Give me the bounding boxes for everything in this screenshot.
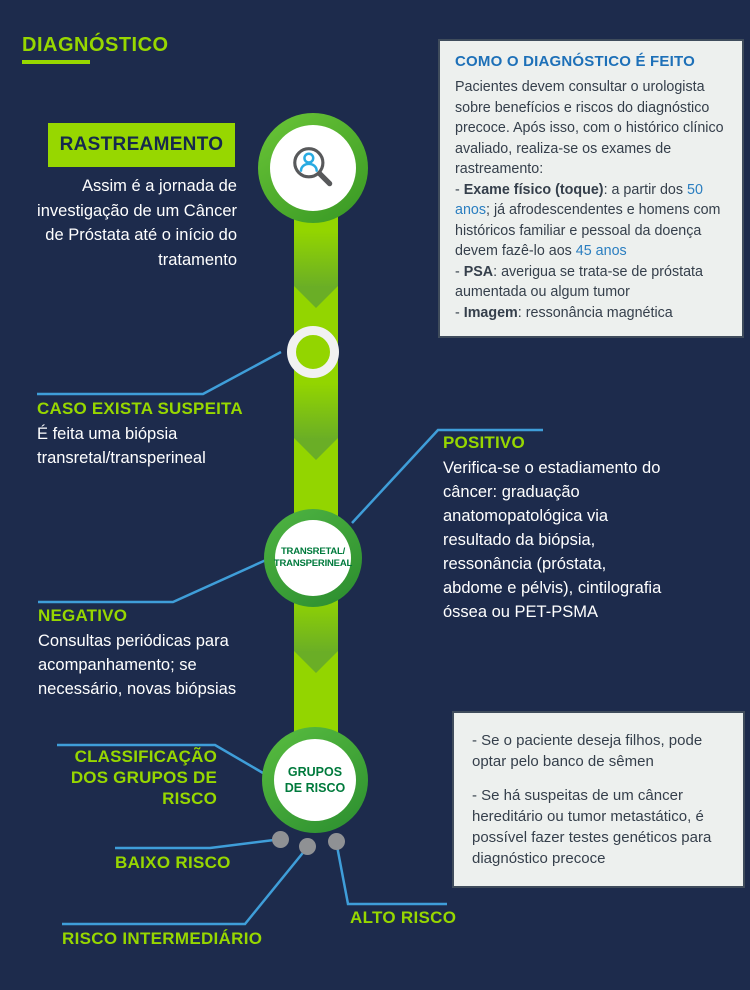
timeline-chevron-tip	[294, 438, 338, 460]
connector-risk-high	[335, 845, 447, 906]
classification-title: CLASSIFICAÇÃO DOS GRUPOS DE RISCO	[70, 747, 217, 808]
diagnosis-exam-item: - Exame físico (toque): a partir dos 50 …	[455, 181, 721, 260]
step-positive-text: Verifica-se o estadiamento do câncer: gr…	[443, 459, 662, 621]
timeline-chevron	[294, 383, 338, 438]
risk-label-high: ALTO RISCO	[350, 908, 457, 927]
risk-dot-high	[328, 833, 345, 850]
intro-text: Assim é a jornada de investigação de um …	[37, 177, 237, 269]
page-title: DIAGNÓSTICO	[22, 34, 169, 56]
risk-group-node: GRUPOS DE RISCO	[262, 727, 368, 833]
risk-group-node-label-line1: GRUPOS	[287, 765, 343, 779]
timeline-chevron	[294, 231, 338, 286]
biopsy-node: TRANSRETAL/ TRANSPERINEAL	[264, 509, 362, 607]
diagnosis-info-intro: Pacientes devem consultar o urologista s…	[455, 79, 724, 177]
connector-negative	[38, 558, 267, 604]
step-negative-title: NEGATIVO	[38, 606, 128, 625]
risk-label-low: BAIXO RISCO	[115, 853, 231, 872]
diagnosis-imaging-item: - Imagem: ressonância magnética	[455, 304, 673, 321]
diagnosis-psa-item: - PSA: averigua se trata-se de próstata …	[455, 263, 703, 301]
connector-suspect	[37, 350, 282, 396]
risk-label-intermediate: RISCO INTERMEDIÁRIO	[62, 929, 263, 948]
notes-box: - Se o paciente deseja filhos, pode opta…	[452, 711, 745, 888]
risk-dot-low	[272, 831, 289, 848]
step-negative-text: Consultas periódicas para acompanhamento…	[38, 632, 237, 698]
timeline-chevron-tip	[294, 651, 338, 673]
diagnosis-info-box: COMO O DIAGNÓSTICO É FEITO Pacientes dev…	[438, 39, 744, 338]
biopsy-node-label-line1: TRANSRETAL/	[280, 546, 346, 557]
risk-dot-intermediate	[299, 838, 316, 855]
connector-risk-low	[115, 838, 275, 850]
timeline-chevron-tip	[294, 286, 338, 308]
magnifier-person-icon	[293, 147, 333, 187]
note-fertility: - Se o paciente deseja filhos, pode opta…	[472, 732, 703, 770]
step-positive-title: POSITIVO	[443, 433, 525, 452]
step-suspect-text: É feita uma biópsia transretal/transperi…	[37, 425, 206, 467]
suspect-node-ring	[287, 326, 339, 378]
screening-badge: RASTREAMENTO	[48, 123, 235, 167]
step-suspect-title: CASO EXISTA SUSPEITA	[37, 399, 243, 418]
biopsy-node-label-line2: TRANSPERINEAL	[273, 558, 353, 569]
note-genetics: - Se há suspeitas de um câncer hereditár…	[472, 787, 712, 867]
diagnosis-info-title: COMO O DIAGNÓSTICO É FEITO	[455, 53, 695, 70]
page-title-underline	[22, 60, 90, 64]
screening-node	[258, 113, 368, 223]
risk-group-node-label-line2: DE RISCO	[284, 781, 346, 795]
